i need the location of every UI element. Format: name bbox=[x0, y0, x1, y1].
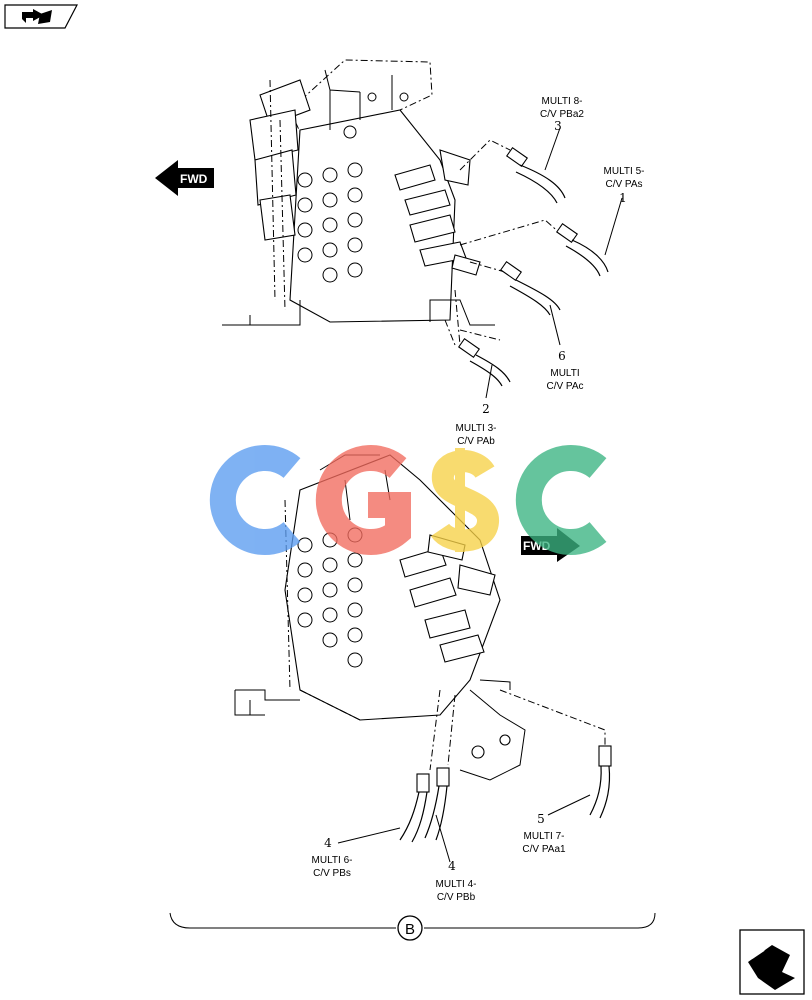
callout-number: 5 bbox=[537, 812, 545, 826]
callout-label-line1: MULTI 5- bbox=[604, 166, 645, 177]
callout-number: 4 bbox=[448, 859, 456, 873]
leader-5 bbox=[547, 794, 591, 816]
callout-5: 5 MULTI 7- C/V PAa1 bbox=[522, 812, 566, 855]
view-label-circle bbox=[397, 915, 423, 941]
watermark-letter-c2 bbox=[515, 445, 607, 555]
callout-number: 2 bbox=[482, 402, 490, 416]
hose-3 bbox=[505, 146, 566, 204]
callout-label-line2: C/V PAb bbox=[457, 436, 495, 447]
callout-label-line1: MULTI 6- bbox=[312, 855, 353, 866]
next-page-icon[interactable] bbox=[739, 929, 805, 995]
callout-label-line2: C/V PAa1 bbox=[522, 844, 566, 855]
callout-4-right: 4 MULTI 4- C/V PBb bbox=[436, 859, 477, 903]
callout-1: 1 MULTI 5- C/V PAs bbox=[604, 166, 645, 205]
valve-ports-upper bbox=[297, 92, 409, 283]
watermark-letter-s-bar bbox=[455, 448, 465, 552]
callout-label-line1: MULTI 3- bbox=[456, 423, 497, 434]
upper-valve-assembly bbox=[222, 59, 501, 346]
leader-4-left bbox=[337, 827, 401, 844]
hose-5 bbox=[589, 745, 612, 819]
callout-number: 6 bbox=[558, 349, 566, 363]
leader-6 bbox=[549, 304, 561, 346]
callout-label-line2: C/V PBs bbox=[313, 868, 351, 879]
hose-2 bbox=[457, 337, 511, 387]
view-brace: B bbox=[169, 912, 656, 941]
callout-label-line2: C/V PBa2 bbox=[540, 109, 584, 120]
valve-fittings-lower bbox=[399, 534, 496, 663]
leader-4-right bbox=[435, 814, 451, 863]
watermark-letter-c1 bbox=[209, 445, 301, 555]
callout-4-left: 4 MULTI 6- C/V PBs bbox=[312, 836, 353, 879]
fwd-arrow-left: FWD bbox=[155, 160, 214, 196]
callout-label-line2: C/V PAs bbox=[605, 179, 642, 190]
callout-label-line1: MULTI 7- bbox=[524, 831, 565, 842]
callout-number: 1 bbox=[619, 191, 627, 205]
hose-1 bbox=[555, 222, 609, 277]
leader-2 bbox=[485, 364, 493, 399]
hose-6 bbox=[499, 260, 561, 316]
callout-label-line2: C/V PBb bbox=[437, 892, 476, 903]
hose-4a bbox=[399, 773, 430, 843]
upper-leader-lines bbox=[454, 139, 563, 346]
callout-6: 6 MULTI C/V PAc bbox=[546, 349, 583, 392]
lower-leader-lines bbox=[429, 689, 606, 771]
fwd-label: FWD bbox=[180, 172, 208, 186]
callout-label-line1: MULTI bbox=[550, 368, 579, 379]
valve-ports-lower bbox=[297, 527, 363, 668]
callout-2: 2 MULTI 3- C/V PAb bbox=[456, 402, 497, 447]
watermark-logo bbox=[209, 445, 607, 555]
callout-number: 3 bbox=[554, 119, 562, 133]
callout-label-line1: MULTI 8- bbox=[542, 96, 583, 107]
prev-page-icon[interactable] bbox=[4, 4, 78, 29]
watermark-letter-g bbox=[315, 445, 411, 555]
callout-3: 3 MULTI 8- C/V PBa2 bbox=[540, 96, 584, 133]
callout-label-line1: MULTI 4- bbox=[436, 879, 477, 890]
callout-number: 4 bbox=[324, 836, 332, 850]
leader-1 bbox=[604, 197, 623, 256]
view-label: B bbox=[405, 921, 415, 938]
valve-fittings-upper bbox=[394, 149, 481, 276]
leader-3 bbox=[544, 127, 561, 171]
callout-label-line2: C/V PAc bbox=[546, 381, 583, 392]
hose-4b bbox=[424, 767, 450, 841]
